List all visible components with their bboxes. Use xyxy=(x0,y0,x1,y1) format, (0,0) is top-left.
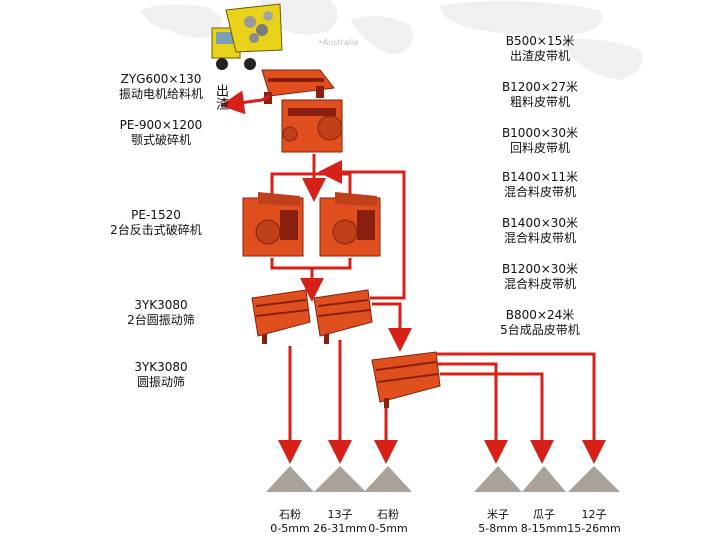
vibrating-screen-left xyxy=(251,289,311,344)
flow-lines xyxy=(220,90,606,464)
product-pile-4 xyxy=(474,466,522,492)
impact-crusher-left xyxy=(242,192,304,257)
vibrating-screen-single xyxy=(371,351,441,408)
product-pile-5 xyxy=(522,466,566,492)
product-pile-6 xyxy=(568,466,620,492)
vibrating-feeder xyxy=(261,69,335,104)
jaw-crusher xyxy=(281,99,343,153)
map-watermark: •Australia xyxy=(318,38,359,47)
belt-label-2: B1200×27米粗料皮带机 xyxy=(501,80,579,109)
belt-label-3: B1000×30米回料皮带机 xyxy=(501,126,579,155)
belt-label-4: B1400×11米混合料皮带机 xyxy=(501,170,579,199)
belt-label-5: B1400×30米混合料皮带机 xyxy=(501,216,579,245)
world-map-background xyxy=(140,0,643,80)
belt-label-1: B500×15米出渣皮带机 xyxy=(505,34,575,63)
product-pile-2 xyxy=(314,466,366,492)
slag-label: 出渣 xyxy=(213,84,228,110)
impact-crusher-right xyxy=(319,192,381,257)
vibrating-screen-right xyxy=(313,289,373,344)
product-piles xyxy=(266,466,620,492)
product-pile-3 xyxy=(364,466,412,492)
dump-truck xyxy=(211,3,283,70)
belt-label-6: B1200×30米混合料皮带机 xyxy=(501,262,579,291)
product-pile-1 xyxy=(266,466,314,492)
